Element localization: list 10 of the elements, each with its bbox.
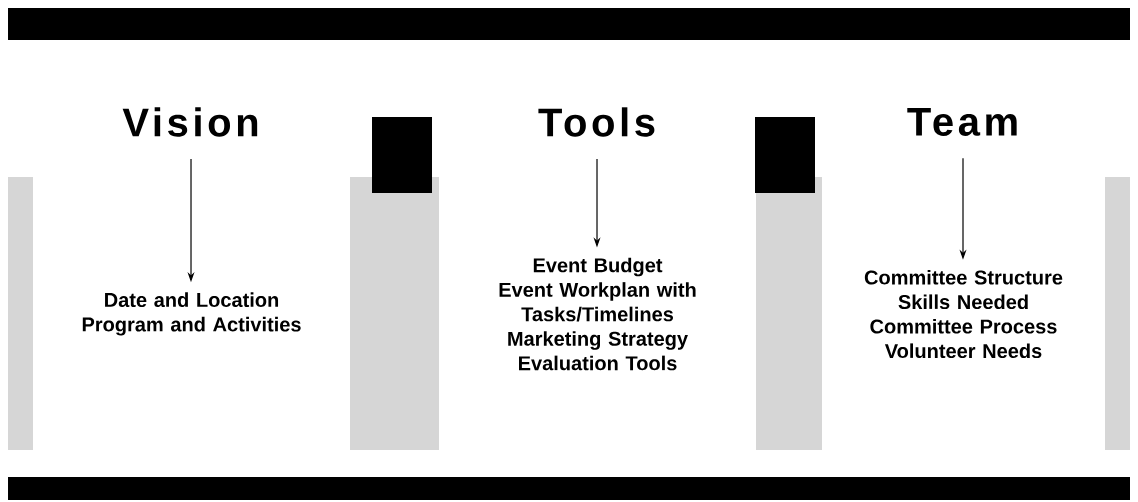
bar	[372, 117, 432, 193]
bar	[755, 117, 815, 193]
item-list: Committee Structure Skills Needed Committee Process Volunteer Needs	[864, 269, 1063, 359]
bar	[8, 477, 1130, 500]
heading: Vision	[122, 107, 258, 137]
item-list: Date and Location Program and Activities	[82, 292, 301, 336]
heading: Tools	[538, 107, 655, 137]
item-list: Event Budget Event Workplan with Tasks/Timelines Marketing Strategy Evaluation Tools	[499, 257, 696, 371]
heading: Team	[907, 108, 1017, 136]
bar	[8, 8, 1130, 40]
